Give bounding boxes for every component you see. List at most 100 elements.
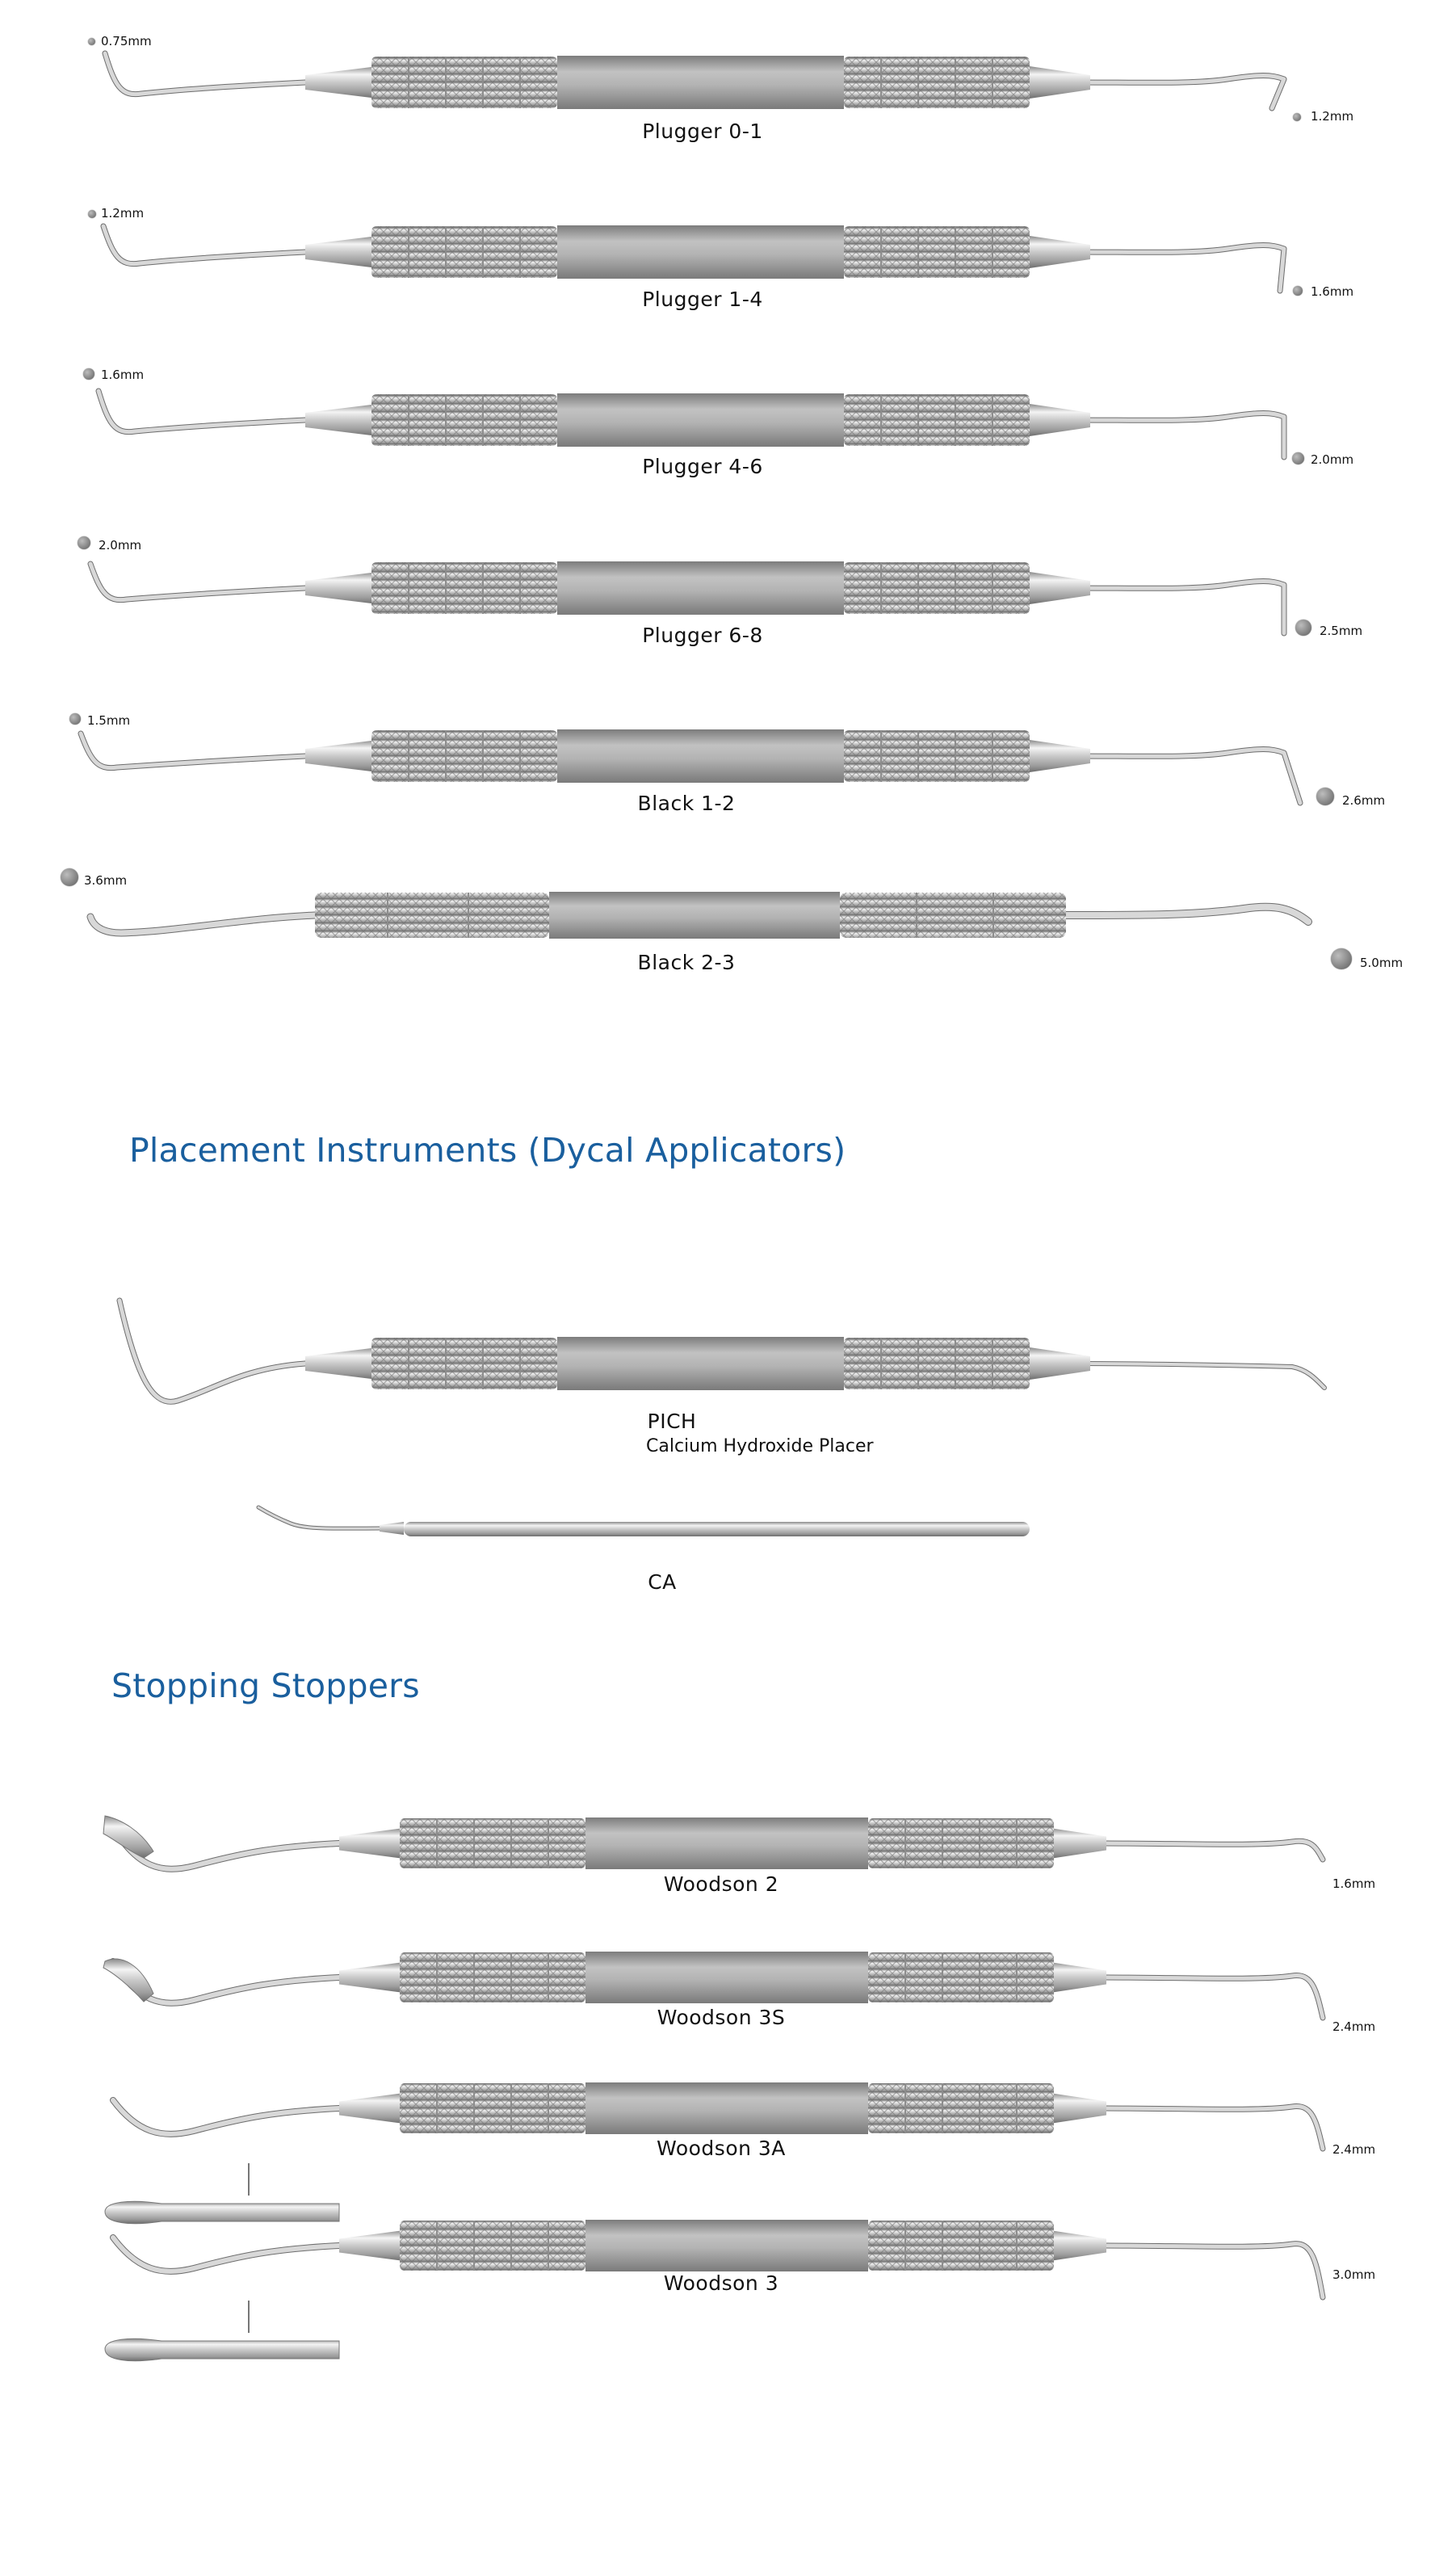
section-heading-stoppers: Stopping Stoppers [111,1666,420,1705]
instrument-black-2-3 [86,892,1312,939]
collar [1030,740,1090,772]
instrument-pich [116,1297,1327,1405]
collar [339,1962,404,1993]
handle-knurl-left [400,2221,585,2271]
handle-center [557,56,844,109]
handle-center [585,1952,868,2003]
handle-center [557,225,844,279]
tip-size-right: 2.4mm [1332,2019,1376,2034]
instrument-plugger-1-4 [100,223,1287,294]
shaft [257,1506,381,1530]
handle-knurl-right [844,1338,1030,1389]
tip-size-dot-left [69,713,81,725]
instrument-description: Calcium Hydroxide Placer [646,1436,874,1456]
tip-size-right: 2.0mm [1311,452,1354,467]
handle-knurl-left [315,893,549,938]
handle-knurl-right [844,394,1030,446]
shaft [1072,1362,1326,1389]
instrument-woodson-3 [104,2220,1326,2362]
instrument-plugger-4-6 [95,388,1287,460]
tip-size-dot-left [88,38,95,45]
tip-size-dot-right [1316,788,1334,805]
instrument-drawing [95,388,1287,460]
handle-knurl-right [840,893,1066,938]
instrument-drawing [256,1505,1030,1536]
instrument-label: Woodson 2 [663,1872,779,1896]
tip-size-left: 2.0mm [99,538,142,553]
handle-knurl-right [868,2221,1054,2271]
handle-knurl-left [400,1818,585,1868]
handle-knurl-right [844,57,1030,108]
handle-center [557,1337,844,1390]
handle-knurl-left [371,1338,557,1389]
paddle-blade [103,1958,154,2002]
tip-size-left: 1.2mm [101,206,145,221]
shaft [117,1298,308,1404]
instrument-woodson-2 [103,1815,1326,1872]
handle-knurl-left [400,1952,585,2002]
handle-knurl-right [844,562,1030,614]
tip-size-dot-left [78,536,90,549]
collar [1050,2093,1106,2124]
handle-knurl-right [844,226,1030,278]
instrument-drawing [103,1815,1326,1872]
tip-size-right: 1.2mm [1311,109,1354,124]
collar [305,1347,378,1380]
shaft [96,389,308,435]
handle-knurl-left [400,2083,585,2133]
instrument-label: Plugger 1-4 [642,288,763,311]
handle-knurl-left [371,57,557,108]
instrument-woodson-3s [103,1952,1326,2021]
shaft [1072,747,1303,805]
shaft [1063,903,1311,925]
instrument-drawing [104,2220,1326,2362]
instrument-black-1-2 [78,729,1303,806]
tip-size-right: 5.0mm [1360,956,1404,970]
shaft [103,51,308,97]
tip-size-dot-right [1293,286,1303,296]
handle-knurl-left [371,730,557,782]
instrument-label: Plugger 4-6 [642,455,763,478]
instrument-label: Woodson 3A [657,2137,786,2160]
collar [1030,572,1090,604]
tip-size-right: 3.0mm [1332,2267,1376,2282]
collar [1030,236,1090,268]
instrument-label: PICH [647,1410,697,1433]
handle-rod [404,1522,1030,1536]
shaft [101,224,308,267]
handle-knurl-left [371,394,557,446]
shaft [111,2235,342,2274]
instrument-label: Plugger 0-1 [642,120,763,143]
instrument-drawing [116,1297,1327,1405]
detail-paddle [104,2338,340,2362]
collar [339,2093,404,2124]
collar [305,740,378,772]
instrument-drawing [103,1952,1326,2021]
tip-size-right: 1.6mm [1332,1876,1376,1891]
instrument-label: Woodson 3 [663,2271,779,2295]
shaft [87,912,318,936]
tip-size-dot-right [1293,113,1301,121]
shaft [1104,2242,1325,2300]
instrument-plugger-0-1 [102,50,1287,111]
tip-size-right: 2.5mm [1320,624,1363,638]
collar [305,66,378,99]
handle-knurl-left [371,226,557,278]
shaft [78,731,308,771]
instrument-label: CA [648,1570,677,1594]
tip-size-dot-left [61,868,78,886]
tip-size-dot-right [1292,452,1304,464]
handle-center [585,2082,868,2134]
tip-size-dot-left [88,210,96,218]
shaft [1104,1838,1325,1862]
instrument-label: Black 1-2 [637,792,736,815]
instrument-label: Woodson 3S [657,2006,786,2029]
handle-center [557,393,844,447]
handle-knurl-right [868,2083,1054,2133]
tip-size-dot-right [1331,948,1352,969]
tip-size-dot-right [1295,620,1311,636]
collar [1050,2230,1106,2261]
paddle-blade [103,1815,154,1859]
shaft [111,2098,342,2137]
handle-center [585,1817,868,1869]
